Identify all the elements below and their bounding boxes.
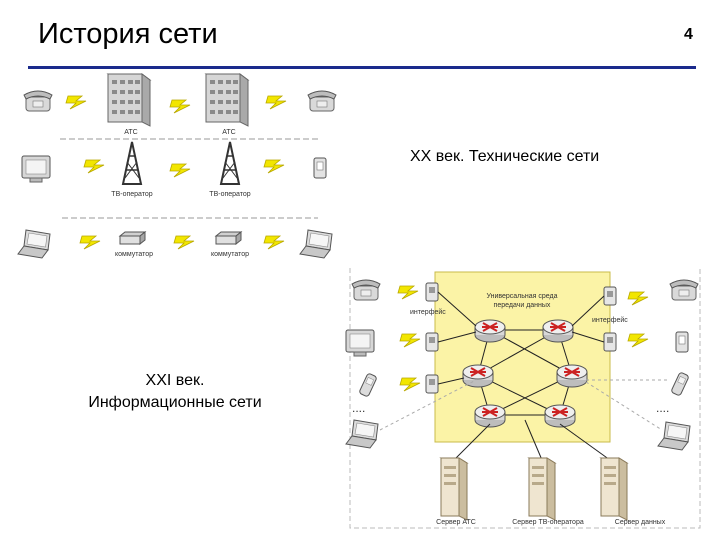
ellipsis-right: ....	[656, 401, 669, 415]
lightning-icon	[79, 235, 101, 250]
lightning-icon	[265, 95, 287, 110]
wireless-link	[379, 379, 477, 431]
laptop-icon	[299, 229, 333, 259]
tower-icon	[122, 141, 142, 185]
title-divider	[28, 66, 696, 69]
router-icon	[556, 364, 588, 388]
caption-xxi-century: XXI век. Информационные сети	[40, 370, 310, 414]
switch-label-right: коммутатор	[211, 251, 249, 258]
router-icon	[474, 319, 506, 343]
ellipsis-left: ....	[352, 401, 365, 415]
access-links	[437, 291, 605, 385]
router-icon	[544, 404, 576, 428]
lightning-icon	[263, 235, 285, 250]
atc-building-icon	[107, 73, 151, 127]
server-icon	[528, 457, 556, 521]
interface-label-left: интерфейс	[410, 308, 446, 316]
tv-operator-label-left: ТВ-оператор	[111, 191, 153, 198]
caption-xxi-line1: XXI век.	[145, 372, 205, 389]
tv-monitor-icon	[21, 155, 51, 183]
interface-jack-icon	[425, 374, 439, 394]
server-links	[453, 419, 611, 461]
mobile-phone-icon	[358, 372, 378, 398]
lightning-icon	[397, 285, 419, 300]
universal-medium-area	[434, 271, 611, 443]
server-icon	[440, 457, 468, 521]
switch-icon	[215, 231, 242, 245]
atc-building-icon	[205, 73, 249, 127]
interface-jack-icon	[603, 286, 617, 306]
lightning-icon	[627, 291, 649, 306]
lightning-icon	[399, 333, 421, 348]
tower-icon	[220, 141, 240, 185]
router-icon	[462, 364, 494, 388]
switch-icon	[119, 231, 146, 245]
top-diagram: АТС АТС ТВ-оператор ТВ-оператор коммутат…	[17, 73, 337, 259]
slide-title: История сети	[38, 18, 218, 50]
caption-xxi-line2: Информационные сети	[88, 394, 262, 411]
interface-jack-icon	[425, 282, 439, 302]
bottom-diagram: Универсальная среда передачи данных инт	[345, 268, 701, 529]
phone-icon	[669, 279, 699, 301]
phone-icon	[23, 90, 53, 112]
lightning-icon	[173, 235, 195, 250]
server-data-label: Сервер данных	[615, 519, 666, 526]
mobile-phone-icon	[670, 371, 690, 397]
atc-label-right: АТС	[222, 129, 235, 136]
fax-icon	[675, 331, 689, 353]
router-icon	[474, 404, 506, 428]
laptop-icon	[345, 419, 379, 449]
tv-monitor-icon	[345, 329, 375, 357]
interface-jack-icon	[603, 332, 617, 352]
server-icon	[600, 457, 628, 521]
lightning-icon	[65, 95, 87, 110]
cloud-label-line2: передачи данных	[494, 302, 551, 309]
server-tv-label: Сервер ТВ-оператора	[512, 519, 584, 526]
phone-icon	[307, 90, 337, 112]
lightning-icon	[627, 333, 649, 348]
wireless-link	[585, 381, 663, 431]
network-boundary	[349, 268, 701, 529]
page-number: 4	[684, 26, 693, 43]
lightning-icon	[399, 377, 421, 392]
fax-icon	[313, 157, 327, 179]
laptop-icon	[657, 421, 691, 451]
lightning-icon	[169, 99, 191, 114]
phone-icon	[351, 279, 381, 301]
atc-label-left: АТС	[124, 129, 137, 136]
server-atc-label: Сервер АТС	[436, 519, 476, 526]
lightning-icon	[83, 159, 105, 174]
lightning-icon	[263, 159, 285, 174]
router-icon	[542, 319, 574, 343]
interface-jack-icon	[425, 332, 439, 352]
lightning-icon	[169, 163, 191, 178]
interface-label-right: интерфейс	[592, 316, 628, 324]
tv-operator-label-right: ТВ-оператор	[209, 191, 251, 198]
caption-xx-century: XX век. Технические сети	[410, 148, 600, 165]
switch-label-left: коммутатор	[115, 251, 153, 258]
cloud-label-line1: Универсальная среда	[486, 293, 557, 300]
laptop-icon	[17, 229, 51, 259]
